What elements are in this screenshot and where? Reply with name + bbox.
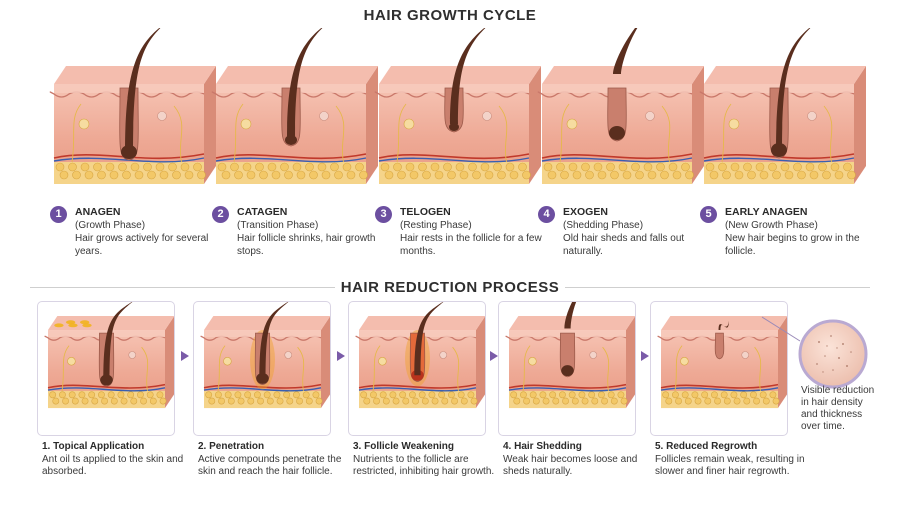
- stage-telogen: 3 TELOGEN (Resting Phase) Hair rests in …: [373, 28, 543, 268]
- step-title: 3. Follicle Weakening: [353, 441, 454, 452]
- magnifier-connector-line: [761, 316, 801, 342]
- stage-title: TELOGEN: [400, 206, 451, 218]
- stage-caption: 5 EARLY ANAGEN (New Growth Phase) New ha…: [700, 206, 868, 258]
- stage-description: Hair rests in the follicle for a few mon…: [400, 233, 542, 257]
- section-divider-left: [30, 287, 335, 288]
- skin-magnifier-icon: [798, 319, 868, 389]
- arrow-right-icon: [639, 350, 651, 362]
- step-card-topical-application: [37, 301, 175, 436]
- stage-description: Hair follicle shrinks, hair growth stops…: [237, 233, 376, 257]
- growth-cycle-title: HAIR GROWTH CYCLE: [363, 7, 537, 24]
- arrow-right-icon: [179, 350, 191, 362]
- skin-block-illustration: [505, 302, 635, 409]
- stage-title: CATAGEN: [237, 206, 288, 218]
- skin-block-illustration: [537, 28, 704, 184]
- step-description: Follicles remain weak, resulting in slow…: [655, 453, 805, 478]
- result-note: Visible reduction in hair density and th…: [801, 385, 875, 432]
- step-description: Nutrients to the follicle are restricted…: [353, 453, 495, 478]
- stage-number-badge: 4: [538, 206, 555, 223]
- skin-block-illustration: [211, 28, 378, 184]
- stage-caption: 3 TELOGEN (Resting Phase) Hair rests in …: [375, 206, 543, 258]
- stage-phase: (Growth Phase): [75, 220, 146, 231]
- step-card-hair-shedding: [498, 301, 636, 436]
- skin-block-illustration: [44, 302, 174, 409]
- step-description: Weak hair becomes loose and sheds natura…: [503, 453, 638, 478]
- stage-description: Hair grows actively for several years.: [75, 233, 209, 257]
- step-caption: 2. Penetration Active compounds penetrat…: [198, 441, 348, 479]
- stage-catagen: 2 CATAGEN (Transition Phase) Hair follic…: [210, 28, 380, 268]
- skin-block-illustration: [200, 302, 330, 409]
- step-description: Active compounds penetrate the skin and …: [198, 453, 342, 478]
- stage-number-badge: 1: [50, 206, 67, 223]
- stage-anagen: 1 ANAGEN (Growth Phase) Hair grows activ…: [48, 28, 218, 268]
- step-card-follicle-weakening: [348, 301, 486, 436]
- arrow-right-icon: [488, 350, 500, 362]
- arrow-right-icon: [335, 350, 347, 362]
- step-caption: 3. Follicle Weakening Nutrients to the f…: [353, 441, 503, 479]
- stage-title: EXOGEN: [563, 206, 608, 218]
- step-title: 4. Hair Shedding: [503, 441, 582, 452]
- skin-block-illustration: [699, 28, 866, 184]
- skin-block-illustration: [657, 316, 787, 409]
- reduction-process-title: HAIR REDUCTION PROCESS: [340, 279, 560, 296]
- stage-title: EARLY ANAGEN: [725, 206, 808, 218]
- section-divider-right: [565, 287, 870, 288]
- stage-number-badge: 2: [212, 206, 229, 223]
- step-card-penetration: [193, 301, 331, 436]
- step-title: 5. Reduced Regrowth: [655, 441, 758, 452]
- stage-phase: (Resting Phase): [400, 220, 472, 231]
- stage-caption: 2 CATAGEN (Transition Phase) Hair follic…: [212, 206, 380, 258]
- step-caption: 1. Topical Application Ant oil ts applie…: [42, 441, 192, 479]
- stage-phase: (Transition Phase): [237, 220, 319, 231]
- stage-caption: 4 EXOGEN (Shedding Phase) Old hair sheds…: [538, 206, 706, 258]
- stage-number-badge: 3: [375, 206, 392, 223]
- step-description: Ant oil ts applied to the skin and absor…: [42, 453, 184, 478]
- step-title: 2. Penetration: [198, 441, 265, 452]
- step-card-reduced-regrowth: [650, 301, 788, 436]
- stage-description: Old hair sheds and falls out naturally.: [563, 233, 685, 257]
- stage-number-badge: 5: [700, 206, 717, 223]
- stage-description: New hair begins to grow in the follicle.: [725, 233, 860, 257]
- stage-phase: (New Growth Phase): [725, 220, 818, 231]
- stage-phase: (Shedding Phase): [563, 220, 644, 231]
- stage-early-anagen: 5 EARLY ANAGEN (New Growth Phase) New ha…: [698, 28, 868, 268]
- stage-title: ANAGEN: [75, 206, 121, 218]
- step-title: 1. Topical Application: [42, 441, 145, 452]
- step-caption: 4. Hair Shedding Weak hair becomes loose…: [503, 441, 653, 479]
- step-caption: 5. Reduced Regrowth Follicles remain wea…: [655, 441, 805, 479]
- stage-exogen: 4 EXOGEN (Shedding Phase) Old hair sheds…: [536, 28, 706, 268]
- skin-block-illustration: [355, 302, 485, 409]
- stage-caption: 1 ANAGEN (Growth Phase) Hair grows activ…: [50, 206, 218, 258]
- skin-block-illustration: [374, 28, 541, 184]
- skin-block-illustration: [49, 28, 216, 184]
